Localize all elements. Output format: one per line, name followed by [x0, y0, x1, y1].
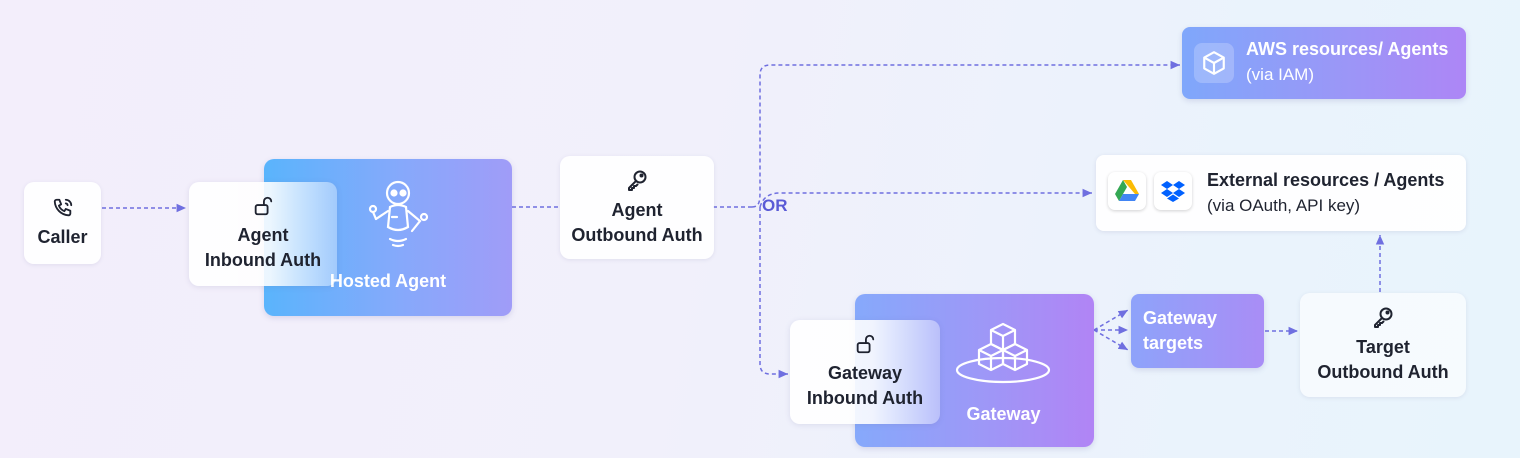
key-icon	[1374, 307, 1393, 328]
agent-outbound-auth-node: Agent Outbound Auth	[560, 156, 714, 259]
dropbox-icon	[1161, 181, 1185, 202]
gateway-targets-line2: targets	[1143, 333, 1204, 353]
dropbox-tile	[1154, 172, 1192, 210]
external-subtitle: (via OAuth, API key)	[1207, 196, 1361, 215]
unlock-icon	[254, 196, 273, 216]
arrow-to-aws	[751, 60, 1180, 208]
gateway-inbound-line1: Gateway	[827, 363, 903, 383]
arrow-gateway-to-targets-top	[1093, 309, 1129, 331]
caller-label: Caller	[37, 226, 88, 247]
arrow-to-external	[759, 188, 1092, 208]
or-label: OR	[762, 196, 788, 215]
aws-title: AWS resources/ Agents	[1246, 39, 1449, 59]
external-title: External resources / Agents	[1207, 170, 1445, 190]
gateway-label: Gateway	[966, 404, 1041, 424]
target-outbound-line1: Target	[1356, 337, 1410, 357]
agent-inbound-line1: Agent	[237, 225, 289, 245]
hosted-agent-label: Hosted Agent	[329, 271, 447, 291]
arrow-gateway-to-targets-bottom	[1093, 329, 1129, 351]
agent-outbound-line1: Agent	[611, 199, 663, 220]
target-outbound-line2: Outbound Auth	[1317, 362, 1449, 382]
agent-inbound-auth-node: Agent Inbound Auth	[189, 182, 337, 286]
arrow-to-gateway-inbound	[759, 207, 788, 379]
caller-node: Caller	[24, 182, 101, 264]
cube-icon-tile	[1194, 43, 1234, 83]
aws-resources-node: AWS resources/ Agents (via IAM)	[1182, 27, 1466, 99]
agent-inbound-line2: Inbound Auth	[204, 250, 322, 270]
google-drive-tile	[1108, 172, 1146, 210]
gateway-targets-line1: Gateway	[1143, 308, 1218, 328]
target-outbound-auth-node: Target Outbound Auth	[1300, 293, 1466, 397]
gateway-targets-node: Gateway targets	[1131, 294, 1264, 368]
gateway-inbound-line2: Inbound Auth	[806, 388, 924, 408]
aws-subtitle: (via IAM)	[1246, 65, 1314, 84]
stacked-cubes-icon	[955, 322, 1051, 384]
agent-outbound-line2: Outbound Auth	[571, 224, 703, 245]
robot-icon	[368, 180, 429, 248]
google-drive-icon	[1115, 180, 1139, 201]
external-resources-node: External resources / Agents (via OAuth, …	[1096, 155, 1466, 231]
phone-icon	[53, 198, 72, 216]
unlock-icon	[856, 334, 875, 354]
key-icon	[628, 170, 647, 191]
gateway-inbound-auth-node: Gateway Inbound Auth	[790, 320, 940, 424]
cube-icon	[1203, 51, 1225, 75]
